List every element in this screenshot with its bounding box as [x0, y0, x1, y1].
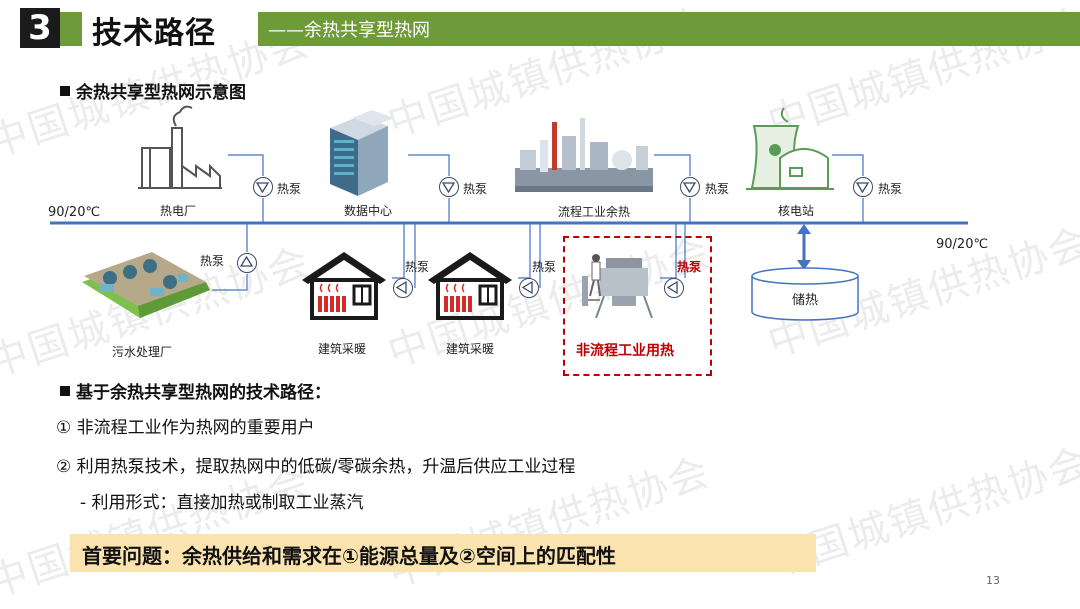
section-heading-text: 基于余热共享型热网的技术路径： — [76, 383, 331, 403]
link-line — [408, 154, 450, 176]
heat-pump-label-highlight: 热泵 — [677, 260, 702, 274]
key-issue-banner — [70, 534, 816, 572]
supply-temp-left: 90/20℃ — [48, 205, 101, 220]
source-label-data-center: 数据中心 — [344, 204, 393, 218]
heat-pump-icon — [664, 278, 684, 298]
link-line — [392, 223, 405, 279]
bullet-square-icon — [60, 386, 70, 396]
heat-pump-icon — [393, 278, 413, 298]
heat-pump-icon — [853, 177, 873, 197]
consumer-label-wastewater: 污水处理厂 — [112, 345, 173, 359]
section-number: 3 — [20, 8, 60, 48]
source-label-process-industry: 流程工业余热 — [558, 205, 631, 219]
heat-pump-label: 热泵 — [878, 182, 903, 196]
page-title: 技术路径 — [92, 16, 216, 51]
heat-pump-label: 热泵 — [277, 182, 302, 196]
link-line — [832, 154, 864, 176]
heat-pump-icon — [680, 177, 700, 197]
link-line — [518, 223, 531, 279]
section-heading-text: 余热共享型热网示意图 — [76, 83, 246, 103]
heat-pump-label: 热泵 — [463, 182, 488, 196]
building-heating-icon — [302, 252, 386, 320]
storage-arrow — [797, 224, 811, 270]
heat-pump-icon — [439, 177, 459, 197]
page-number: 13 — [986, 574, 1000, 587]
heat-pump-label: 热泵 — [405, 260, 430, 274]
heat-storage-tank — [751, 267, 859, 321]
heat-pump-icon — [237, 253, 257, 273]
section-heading-diagram: 余热共享型热网示意图 — [60, 78, 246, 103]
supply-temp-right: 90/20℃ — [936, 237, 989, 252]
key-issue-text: 首要问题：余热供给和需求在①能源总量及②空间上的匹配性 — [82, 544, 616, 568]
nuclear-plant-icon — [746, 107, 834, 190]
consumer-label-building: 建筑采暖 — [318, 342, 367, 356]
building-heating-icon — [428, 252, 512, 320]
wastewater-plant-icon — [82, 252, 210, 318]
pathway-subitem: - 利用形式：直接加热或制取工业蒸汽 — [80, 493, 364, 513]
heat-pump-icon — [253, 177, 273, 197]
data-center-icon — [330, 110, 394, 196]
power-plant-icon — [138, 105, 222, 189]
heat-pump-label: 热泵 — [705, 182, 730, 196]
heat-network-diagram — [50, 105, 968, 321]
heat-pump-label: 热泵 — [200, 254, 225, 268]
link-line — [228, 154, 264, 176]
page-subtitle: ——余热共享型热网 — [268, 20, 430, 41]
refinery-icon — [515, 118, 653, 192]
link-line — [212, 274, 248, 291]
non-process-industry-box — [563, 236, 712, 376]
storage-label: 储热 — [792, 293, 819, 308]
source-label-power-plant: 热电厂 — [160, 204, 197, 218]
link-line — [654, 154, 691, 176]
section-heading-pathway: 基于余热共享型热网的技术路径： — [60, 378, 331, 403]
source-label-nuclear: 核电站 — [778, 204, 815, 218]
heat-pump-label: 热泵 — [532, 260, 557, 274]
header-band — [258, 12, 1080, 46]
pathway-item: ② 利用热泵技术，提取热网中的低碳/零碳余热，升温后供应工业过程 — [56, 457, 576, 477]
pathway-item: ① 非流程工业作为热网的重要用户 — [56, 418, 315, 438]
consumer-label-building: 建筑采暖 — [446, 342, 495, 356]
non-process-industry-label: 非流程工业用热 — [576, 343, 674, 359]
header-accent — [60, 12, 82, 46]
bullet-square-icon — [60, 86, 70, 96]
industrial-machine-icon — [582, 254, 653, 319]
heat-pump-icon — [519, 278, 539, 298]
